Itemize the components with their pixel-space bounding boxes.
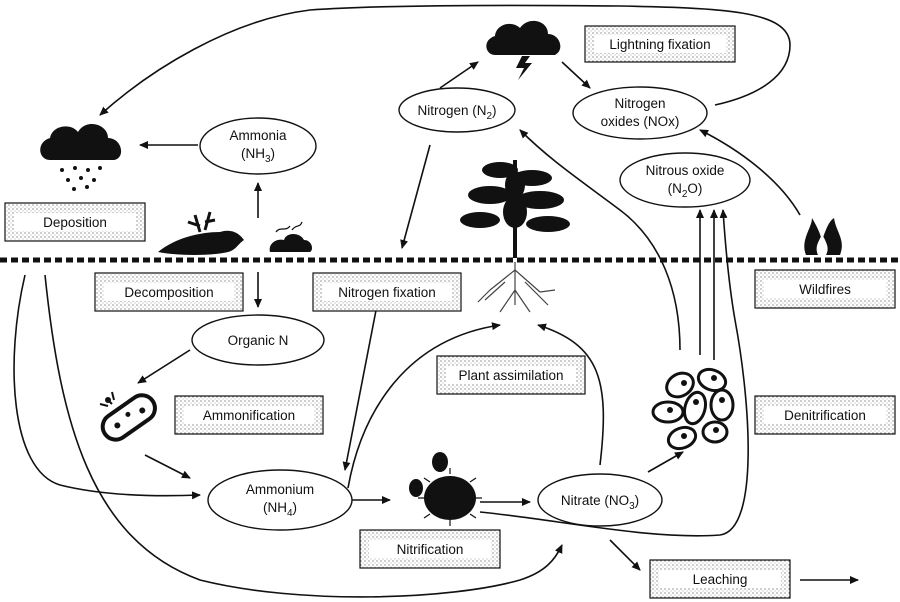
compound-nitrogen-oxides: Nitrogen oxides (NOx) (572, 86, 708, 140)
process-leaching: Leaching (649, 559, 791, 599)
dung-icon (269, 221, 312, 252)
bacteria-cluster-icon (651, 367, 735, 451)
process-ammonification: Ammonification (174, 395, 324, 435)
compound-ammonia: Ammonia (NH3) (199, 117, 317, 175)
svg-text:Wildfires: Wildfires (799, 282, 851, 297)
svg-text:Ammonia: Ammonia (229, 128, 287, 143)
svg-text:Organic N: Organic N (228, 333, 289, 348)
svg-text:Nitrogen (N2): Nitrogen (N2) (417, 103, 496, 122)
soil-microbe-icon (409, 452, 482, 526)
process-decomposition: Decomposition (94, 272, 244, 312)
bacterium-icon (99, 391, 157, 442)
process-lightning-fixation: Lightning fixation (584, 25, 736, 63)
svg-text:Deposition: Deposition (43, 215, 107, 230)
tree-icon (460, 160, 570, 313)
compound-nitrate: Nitrate (NO3) (537, 473, 663, 527)
dead-bird-icon (158, 211, 244, 255)
svg-text:Ammonification: Ammonification (203, 408, 295, 423)
storm-cloud-icon (486, 20, 561, 80)
svg-text:Nitrogen: Nitrogen (614, 96, 665, 111)
svg-text:oxides (NOx): oxides (NOx) (601, 114, 680, 129)
svg-text:Ammonium: Ammonium (246, 482, 314, 497)
fire-icon (804, 218, 842, 255)
svg-text:Nitrate (NO3): Nitrate (NO3) (561, 493, 639, 512)
svg-text:Decomposition: Decomposition (124, 285, 213, 300)
process-plant-assimilation: Plant assimilation (436, 355, 586, 395)
svg-text:Nitrification: Nitrification (397, 542, 464, 557)
compound-nitrogen: Nitrogen (N2) (398, 87, 516, 133)
svg-text:(NH3): (NH3) (241, 146, 275, 165)
process-nitrification: Nitrification (359, 529, 501, 569)
svg-text:Leaching: Leaching (693, 572, 748, 587)
process-nitrogen-fixation: Nitrogen fixation (312, 272, 462, 312)
compound-organic-n: Organic N (191, 314, 325, 366)
svg-text:Nitrogen fixation: Nitrogen fixation (338, 285, 436, 300)
compound-nitrous-oxide: Nitrous oxide (N2O) (619, 152, 751, 208)
svg-text:(N2O): (N2O) (668, 181, 703, 200)
svg-text:Plant assimilation: Plant assimilation (458, 368, 563, 383)
svg-text:Nitrous oxide: Nitrous oxide (646, 163, 725, 178)
svg-text:(NH4): (NH4) (263, 500, 297, 519)
process-denitrification: Denitrification (754, 395, 896, 435)
process-deposition: Deposition (4, 202, 146, 242)
process-wildfires: Wildfires (754, 269, 896, 309)
compound-ammonium: Ammonium (NH4) (207, 469, 353, 531)
rain-cloud-icon (40, 124, 122, 191)
svg-text:Lightning fixation: Lightning fixation (609, 37, 710, 52)
svg-text:Denitrification: Denitrification (784, 408, 866, 423)
flow-arrows (13, 4, 859, 598)
